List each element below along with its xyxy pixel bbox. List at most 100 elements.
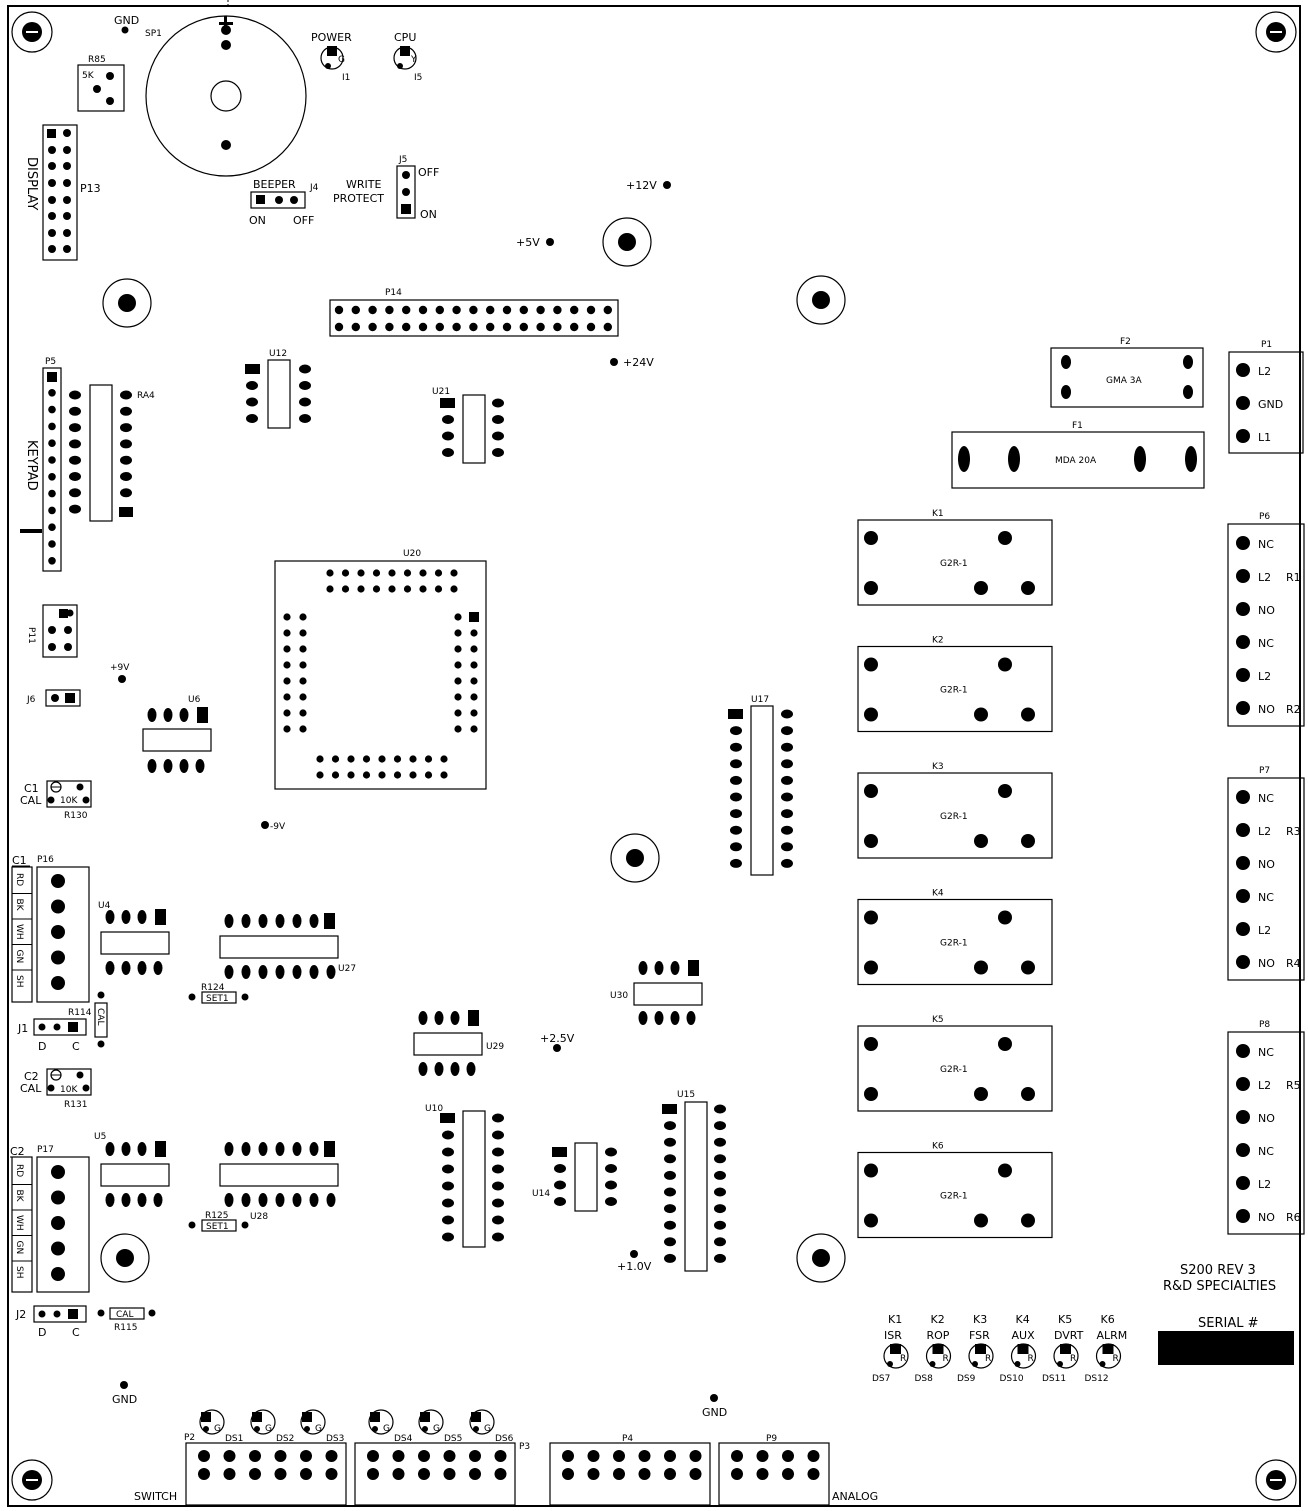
pad-oval: [258, 1193, 268, 1207]
pad: [378, 755, 386, 763]
pad-square: [245, 364, 260, 374]
relay-ref: R2: [1286, 703, 1301, 716]
svg-text:U27: U27: [338, 964, 356, 974]
board-maker: R&D SPECIALTIES: [1163, 1279, 1276, 1294]
pad-oval: [730, 742, 742, 752]
pin-label: L2: [1258, 1178, 1271, 1191]
svg-text:R124: R124: [201, 983, 225, 993]
svg-text:CAL: CAL: [20, 1082, 42, 1095]
relay-ref: R3: [1286, 825, 1301, 838]
terminal-id: P6: [1259, 512, 1270, 522]
svg-text:U10: U10: [425, 1104, 443, 1114]
pad: [450, 585, 458, 593]
pad-oval: [258, 965, 268, 979]
connector-pin: [731, 1450, 743, 1462]
wire-color-label: BK: [14, 1190, 24, 1203]
connector-pin: [664, 1468, 676, 1480]
relay-id: K1: [932, 509, 944, 519]
pad-oval: [686, 1011, 696, 1025]
pad: [536, 322, 545, 332]
pad: [586, 322, 596, 332]
pad: [470, 629, 478, 637]
tp-neg9v-label: -9V: [270, 822, 286, 832]
wire-color-label: WH: [14, 924, 24, 940]
mounting-hole: [796, 1233, 846, 1283]
terminal-screw: [51, 1216, 65, 1230]
pad-oval: [492, 1147, 504, 1157]
pad-oval: [781, 709, 793, 719]
p4-connector: P4: [549, 1434, 711, 1506]
pad: [334, 305, 344, 315]
svg-text:ON: ON: [420, 208, 437, 221]
svg-text:U30: U30: [610, 991, 628, 1001]
svg-text:U5: U5: [94, 1132, 106, 1142]
pad: [299, 725, 307, 733]
wire-color-label: WH: [14, 1215, 24, 1231]
f2-fuse: F2 GMA 3A: [1050, 337, 1204, 408]
connector-pin: [418, 1450, 430, 1462]
pad-oval: [69, 488, 81, 498]
pad-oval: [442, 1232, 454, 1242]
pad-oval: [121, 1142, 131, 1156]
connector-pin: [587, 1468, 600, 1480]
pad-oval: [730, 792, 742, 802]
led-function-label: FSR: [969, 1329, 990, 1342]
pad: [452, 305, 461, 315]
relay-ref: K2: [931, 1313, 945, 1326]
relay-ref: K1: [888, 1313, 902, 1326]
pad: [283, 693, 291, 701]
led-color: G: [433, 1424, 440, 1434]
svg-text:C2: C2: [24, 1070, 39, 1083]
pad-square: [324, 1141, 335, 1157]
pad-oval: [670, 1011, 680, 1025]
pad: [570, 322, 579, 332]
pad: [334, 322, 344, 332]
pad-oval: [120, 390, 132, 400]
connector-pin: [198, 1450, 210, 1462]
pad-oval: [492, 448, 504, 457]
u27-ic: U27: [219, 935, 356, 974]
relay-id: K4: [932, 889, 944, 899]
pad-oval: [654, 1011, 664, 1025]
pad: [347, 771, 355, 779]
pad-oval: [105, 1142, 115, 1156]
led-color: R: [900, 1354, 906, 1364]
led-function-label: ALRM: [1097, 1329, 1128, 1342]
u12-ic: U12: [267, 349, 291, 429]
pad-oval: [664, 1220, 676, 1230]
pad: [502, 305, 512, 315]
connector-pin: [249, 1450, 261, 1462]
svg-text:P2: P2: [184, 1433, 195, 1443]
led-id: DS2: [276, 1434, 294, 1444]
pad-square: [468, 1010, 479, 1026]
pad-oval: [442, 448, 454, 457]
svg-text:P17: P17: [37, 1145, 54, 1155]
power-led: POWER G I1: [311, 31, 352, 83]
pin-label: L2: [1258, 825, 1271, 838]
gnd-label-bottom-left: GND: [112, 1393, 137, 1406]
pad-oval: [309, 914, 319, 928]
pad: [470, 645, 478, 653]
pad: [470, 725, 478, 733]
led-id: DS7: [872, 1374, 890, 1384]
relay-id: K3: [932, 762, 944, 772]
pin-label: NC: [1258, 1046, 1274, 1059]
svg-text:R130: R130: [64, 811, 88, 821]
pad: [368, 322, 377, 332]
terminal-screw: [51, 950, 65, 965]
svg-text:J4: J4: [309, 183, 319, 193]
pin-label: NO: [1258, 858, 1275, 871]
svg-text:P4: P4: [622, 1434, 633, 1444]
u21-ic: U21: [432, 387, 486, 464]
f1-fuse: F1 MDA 20A: [951, 421, 1205, 489]
pad-oval: [664, 1170, 676, 1180]
led-color: G: [484, 1424, 491, 1434]
svg-text:I1: I1: [342, 73, 350, 83]
connector-pin: [689, 1468, 702, 1480]
pad-oval: [714, 1253, 726, 1263]
